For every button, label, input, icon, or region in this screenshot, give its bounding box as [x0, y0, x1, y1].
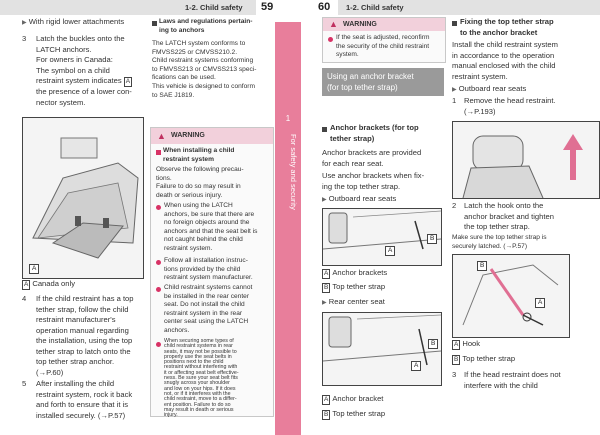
outboard-seats-label: ▶ Outboard rear seats — [322, 194, 397, 203]
latch-illustration: A — [22, 117, 144, 279]
step-1-number: 1 — [452, 96, 457, 105]
warning-item-3: Child restraint systems cannot be instal… — [164, 284, 253, 334]
pink-square-bullet-icon — [156, 150, 161, 155]
step-3-number: 3 — [22, 34, 27, 43]
head-restraint-drawing — [462, 134, 583, 198]
anchor-brackets-para-2: Use anchor brackets when fix- ing the to… — [322, 171, 425, 191]
left-page-number: 59 — [261, 1, 274, 13]
figure-tag-b: B — [427, 234, 438, 244]
step-3-number: 3 — [452, 370, 457, 379]
outboard-seat-drawing — [323, 210, 441, 250]
hook-figure: B A — [452, 254, 570, 338]
square-bullet-icon — [152, 21, 157, 26]
step-2-number: 2 — [452, 201, 457, 210]
outboard-anchor-figure: A B — [322, 208, 442, 266]
square-bullet-icon — [322, 127, 327, 132]
left-section-title: 1-2. Child safety — [185, 3, 243, 12]
step-3-text: Latch the buckles onto the LATCH anchors… — [36, 34, 133, 107]
rigid-attachments-label: ▶ With rigid lower attachments — [22, 17, 125, 26]
fixing-strap-title: Fixing the top tether strap to the ancho… — [460, 17, 554, 37]
center-seat-drawing — [323, 314, 441, 366]
triangle-bullet-icon: ▶ — [452, 87, 457, 93]
triangle-bullet-icon: ▶ — [322, 300, 327, 306]
right-page-header: 1-2. Child safety — [338, 0, 600, 15]
laws-title: Laws and regulations pertain- ing to anc… — [159, 18, 253, 34]
warning-item-1: When using the LATCH anchors, be sure th… — [164, 202, 258, 252]
anchor-brackets-subtitle: Anchor brackets (for top tether strap) — [330, 123, 419, 143]
page-ref-link[interactable]: (→P.60) — [36, 367, 64, 377]
figure-tag-a: A — [29, 264, 40, 274]
step-4-number: 4 — [22, 294, 27, 303]
legend-tag-a: A — [322, 395, 331, 405]
center-anchor-figure: A B — [322, 312, 442, 386]
page-ref-link[interactable]: (→P.193) — [464, 106, 496, 116]
legend-tag-b: B — [322, 283, 331, 293]
triangle-bullet-icon: ▶ — [22, 20, 27, 26]
warning-bullet-icon — [156, 260, 161, 265]
rear-seat-latch-drawing — [32, 137, 139, 259]
latch-note: Make sure the top tether strap is secure… — [452, 234, 547, 250]
figure-tag-b: B — [477, 261, 488, 271]
hook-strap-drawing — [462, 264, 559, 326]
head-restraint-figure — [452, 121, 600, 199]
legend-tag-a: A — [452, 340, 461, 350]
right-section-title: 1-2. Child safety — [346, 3, 404, 12]
legend-tag-a: A — [322, 269, 331, 279]
anchor-brackets-para-1: Anchor brackets are provided for each re… — [322, 148, 422, 168]
step-5-number: 5 — [22, 379, 27, 388]
warning-triangle-icon: ▲ — [329, 19, 338, 29]
legend-tag-b: B — [322, 410, 331, 420]
fixing-strap-intro: Install the child restraint system in ac… — [452, 40, 558, 81]
laws-body: The LATCH system conforms to FMVSS225 or… — [152, 40, 257, 99]
chapter-title: For safety and security — [289, 134, 298, 210]
seat-adjust-warning: If the seat is adjusted, reconfirm the s… — [336, 34, 430, 59]
step-2-text: Latch the hook onto the anchor bracket a… — [464, 201, 554, 231]
outboard-seats-label: ▶ Outboard rear seats — [452, 84, 527, 93]
caption-tag-a: A — [22, 280, 31, 290]
warning-header: ▲ WARNING — [323, 18, 445, 31]
section-title-bar: Using an anchor bracket (for top tether … — [322, 68, 444, 96]
left-page-header: 1-2. Child safety — [0, 0, 256, 15]
square-bullet-icon — [452, 21, 457, 26]
figure-tag-b: B — [428, 339, 439, 349]
step-1-text: Remove the head restraint. (→P.193) — [464, 96, 594, 117]
warning-item-2: Follow all installation instruc- tions p… — [164, 257, 253, 282]
warning-header: ▲ WARNING — [151, 128, 273, 144]
center-seat-label: ▶ Rear center seat — [322, 297, 385, 306]
warning-intro: Observe the following precau- tions. Fai… — [156, 166, 244, 199]
figure-tag-a: A — [535, 298, 546, 308]
step-3-text: If the head restraint does not interfere… — [464, 370, 561, 390]
warning-item-4: When securing some types of child restra… — [164, 338, 239, 419]
warning-bullet-icon — [328, 37, 333, 42]
warning-bullet-icon — [156, 342, 161, 347]
figure-tag-a: A — [385, 246, 396, 256]
warning-title: When installing a child restraint system — [163, 147, 235, 163]
warning-box-right: ▲ WARNING If the seat is adjusted, recon… — [322, 17, 446, 63]
legend-tag-b: B — [452, 355, 461, 365]
right-page-number: 60 — [318, 1, 331, 13]
warning-bullet-icon — [156, 205, 161, 210]
chapter-side-tab[interactable]: 1 For safety and security — [275, 22, 301, 435]
warning-bullet-icon — [156, 287, 161, 292]
chapter-number: 1 — [285, 114, 291, 123]
triangle-bullet-icon: ▶ — [322, 197, 327, 203]
warning-triangle-icon: ▲ — [157, 131, 166, 141]
tag-a: A — [123, 77, 133, 87]
warning-box-left: ▲ WARNING When installing a child restra… — [150, 127, 274, 419]
step-5-text: After installing the child restraint sys… — [36, 379, 133, 420]
figure-tag-a: A — [411, 361, 422, 371]
step-4-text: If the child restraint has a top tether … — [36, 294, 148, 378]
